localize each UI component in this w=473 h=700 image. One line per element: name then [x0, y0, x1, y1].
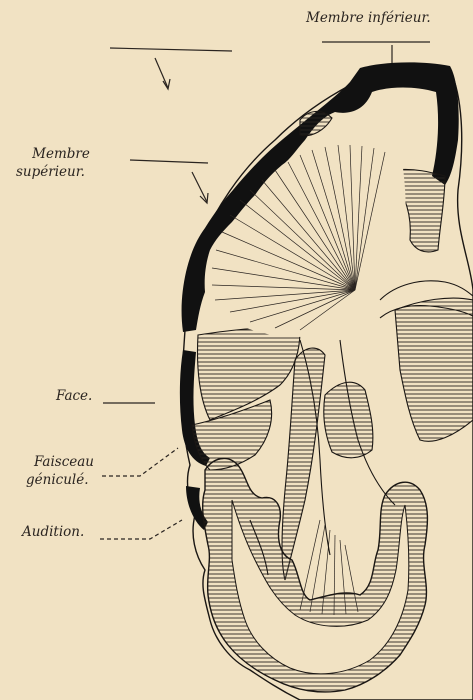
label-audition: Audition. — [22, 524, 84, 540]
label-membre-superieur-line2: supérieur. — [16, 164, 85, 180]
label-faisceau-line1: Faisceau — [26, 454, 102, 470]
label-membre-superieur-line1: Membre — [26, 146, 96, 162]
label-membre-inferieur: Membre inférieur. — [306, 10, 431, 26]
label-faisceau-line2: géniculé. — [26, 472, 89, 488]
label-face: Face. — [56, 388, 92, 404]
